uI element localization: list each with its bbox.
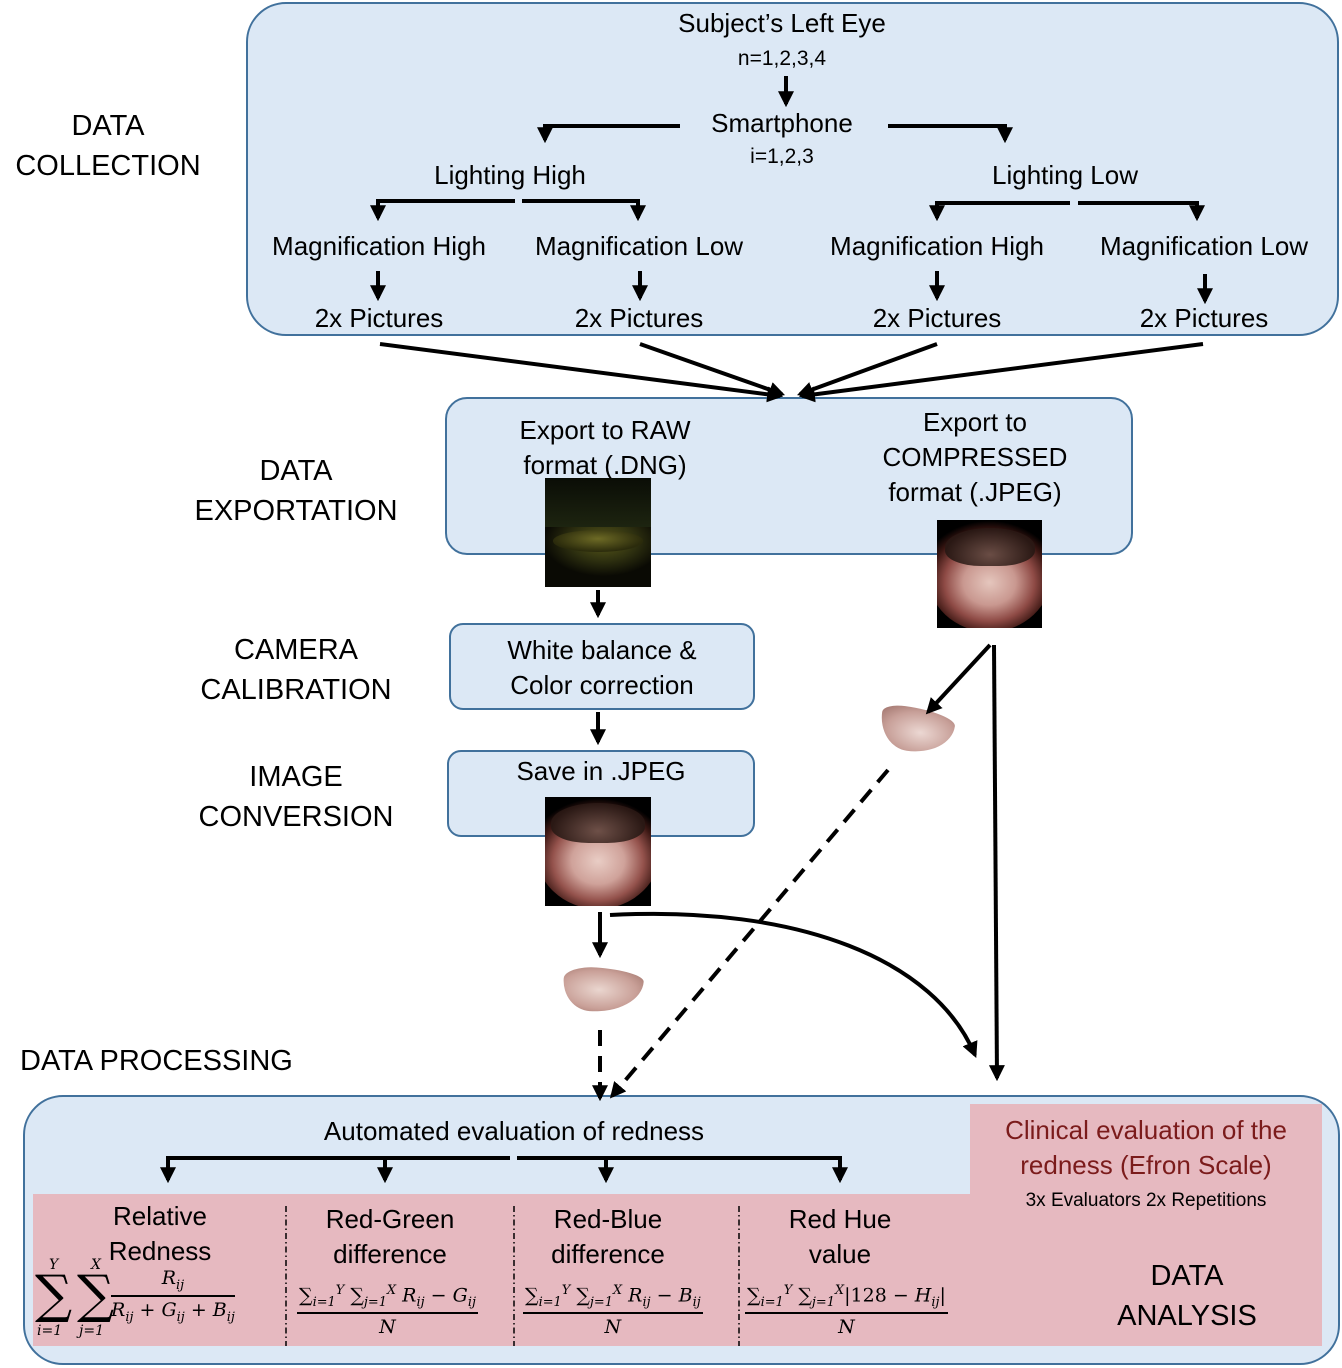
data-analysis-box bbox=[33, 1194, 1322, 1346]
metric-red-blue: Red-Blue difference bbox=[551, 1204, 665, 1269]
stage-label: DATA PROCESSING bbox=[20, 1045, 293, 1077]
stage-label: IMAGE CONVERSION bbox=[198, 761, 394, 833]
lighting-low-label: Lighting Low bbox=[992, 160, 1138, 190]
clinical-evaluation-box bbox=[970, 1104, 1322, 1204]
calibration-label: White balance & Color correction bbox=[507, 635, 697, 700]
data-collection-box bbox=[246, 2, 1339, 336]
stage-label: DATA COLLECTION bbox=[15, 110, 201, 182]
stage-data-exportation: DATA EXPORTATION bbox=[172, 451, 420, 531]
calibration-box bbox=[449, 623, 755, 710]
stage-data-collection: DATA COLLECTION bbox=[0, 106, 216, 186]
pictures-label-4: 2x Pictures bbox=[1139, 303, 1269, 333]
mag-low-label-1: Magnification Low bbox=[534, 231, 744, 261]
formula-relative-redness: ∑ Y i=1 ∑ X j=1 Rij Rij + Gij + Bij bbox=[35, 1257, 235, 1339]
metric-red-green: Red-Green difference bbox=[325, 1204, 455, 1269]
export-raw-label: Export to RAW format (.DNG) bbox=[519, 415, 691, 480]
stage-data-analysis: DATA ANALYSIS bbox=[1092, 1256, 1282, 1336]
subject-label: Subject’s Left Eye bbox=[678, 8, 886, 38]
raw-eye-image bbox=[545, 478, 651, 587]
stage-camera-calibration: CAMERA CALIBRATION bbox=[178, 630, 414, 710]
lighting-high-label: Lighting High bbox=[434, 160, 586, 190]
mag-high-label-1: Magnification High bbox=[272, 231, 486, 261]
smartphone-i-label: i=1,2,3 bbox=[750, 145, 814, 168]
formula-red-hue: ∑i=1Y ∑j=1X|128 − Hij| N bbox=[745, 1283, 948, 1339]
subject-n-label: n=1,2,3,4 bbox=[737, 47, 827, 70]
smartphone-label: Smartphone bbox=[711, 108, 853, 138]
stage-data-processing: DATA PROCESSING bbox=[20, 1041, 293, 1081]
pictures-label-3: 2x Pictures bbox=[872, 303, 1002, 333]
metric-relative-redness: Relative Redness bbox=[108, 1201, 212, 1266]
compressed-eye-image bbox=[937, 520, 1042, 628]
pictures-label-1: 2x Pictures bbox=[314, 303, 444, 333]
metric-red-hue: Red Hue value bbox=[788, 1204, 892, 1269]
clinical-evaluation-label: Clinical evaluation of the redness (Efro… bbox=[1005, 1115, 1287, 1180]
export-compressed-label: Export to COMPRESSED format (.JPEG) bbox=[882, 407, 1068, 507]
formula-red-blue: ∑i=1Y ∑j=1X Rij − Bij N bbox=[523, 1283, 703, 1339]
conversion-label: Save in .JPEG bbox=[516, 756, 686, 786]
formula-red-green: ∑i=1Y ∑j=1X Rij − Gij N bbox=[297, 1283, 478, 1339]
stage-label: DATA ANALYSIS bbox=[1117, 1260, 1257, 1332]
converted-eye-image bbox=[545, 797, 651, 906]
mag-high-label-2: Magnification High bbox=[830, 231, 1044, 261]
pictures-label-2: 2x Pictures bbox=[574, 303, 704, 333]
automated-evaluation-label: Automated evaluation of redness bbox=[323, 1116, 705, 1146]
stage-label: DATA EXPORTATION bbox=[194, 455, 398, 527]
stage-label: CAMERA CALIBRATION bbox=[200, 634, 392, 706]
mag-low-label-2: Magnification Low bbox=[1099, 231, 1309, 261]
stage-image-conversion: IMAGE CONVERSION bbox=[178, 757, 414, 837]
evaluators-label: 3x Evaluators 2x Repetitions bbox=[1025, 1190, 1267, 1211]
